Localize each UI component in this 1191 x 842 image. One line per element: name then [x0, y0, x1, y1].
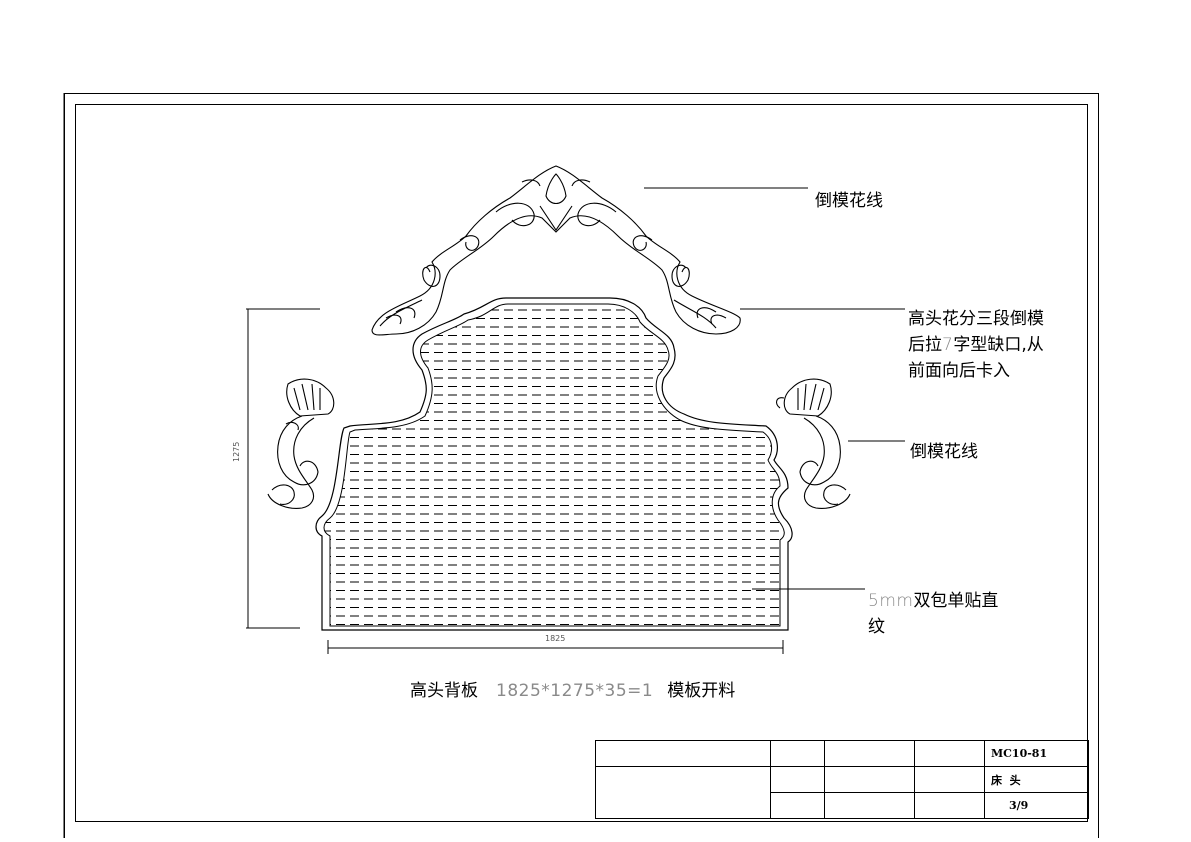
- veneer-note-line2: 纹: [868, 617, 885, 637]
- veneer-note-text: 双包单贴直: [913, 591, 999, 611]
- title-block: MC10-81 床 头 3/9: [595, 740, 1089, 819]
- drawing-caption: 高头背板 1825*1275*35=1 模板开料: [410, 676, 735, 701]
- side-molding-label: 倒模花线: [910, 442, 978, 462]
- crest-note-line2-pre: 后拉: [908, 335, 942, 355]
- crest-carving: [371, 165, 741, 336]
- veneer-note-line1: 5mm双包单贴直: [868, 588, 998, 614]
- title-cell-c1: [824, 740, 915, 767]
- page-number: 3/9: [984, 792, 1089, 819]
- caption-dims: 1825*1275*35=1: [496, 681, 654, 701]
- veneer-note: 5mm双包单贴直 纹: [868, 588, 998, 640]
- caption-suffix: 模板开料: [667, 681, 736, 701]
- title-cell-b1: [770, 740, 825, 767]
- title-cell-d3: [914, 792, 985, 819]
- dimension-lines: [246, 308, 784, 654]
- veneer-note-thickness: 5mm: [868, 591, 914, 611]
- crest-note-line2-post: 字型缺口,从: [953, 335, 1044, 355]
- top-molding-label: 倒模花线: [815, 191, 883, 211]
- backboard-outline: [315, 297, 793, 631]
- title-cell-a1: [595, 740, 771, 767]
- crest-note-line1: 高头花分三段倒模: [908, 309, 1044, 329]
- crest-note: 高头花分三段倒模 后拉7字型缺口,从 前面向后卡入: [908, 306, 1044, 384]
- crest-note-line2-num: 7: [942, 335, 954, 355]
- crest-note-line3: 前面向后卡入: [908, 361, 1010, 381]
- backboard-inner: [323, 303, 785, 627]
- drawing-code: MC10-81: [984, 740, 1089, 767]
- crest-note-line2: 后拉7字型缺口,从: [908, 332, 1044, 358]
- drawing-border-inner: [75, 104, 1088, 822]
- title-cell-c3: [824, 792, 915, 819]
- title-cell-a2: [595, 766, 771, 819]
- left-side-carving: [267, 378, 335, 509]
- title-cell-d1: [914, 740, 985, 767]
- caption-title: 高头背板: [410, 681, 478, 701]
- right-side-carving: [775, 378, 851, 509]
- width-dimension: 1825: [545, 634, 566, 643]
- title-cell-d2: [914, 766, 985, 793]
- title-cell-b2: [770, 766, 825, 793]
- title-cell-b3: [770, 792, 825, 819]
- part-name: 床 头: [984, 766, 1089, 793]
- title-cell-c2: [824, 766, 915, 793]
- height-dimension: 1275: [232, 441, 241, 462]
- leader-lines: [644, 187, 905, 590]
